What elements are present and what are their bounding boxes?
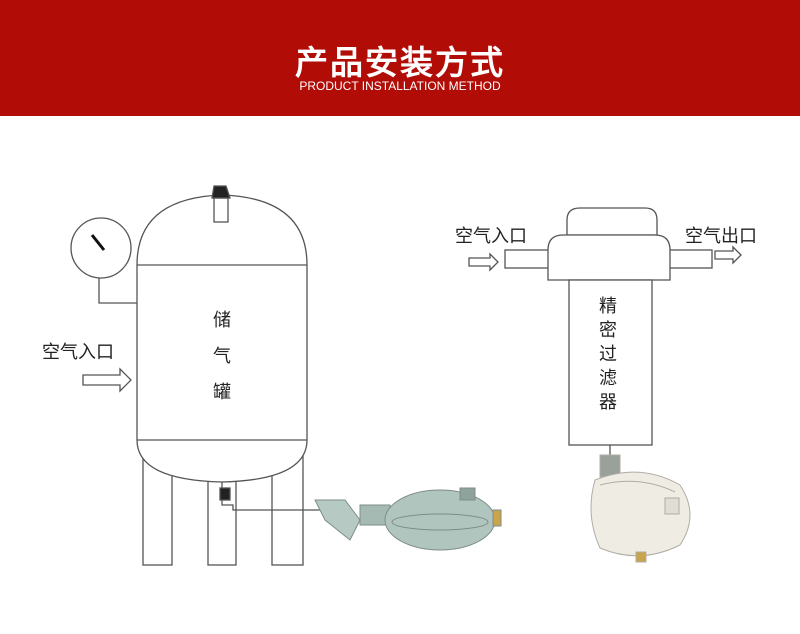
air-tank [70,185,320,566]
filter-outlet-pipe [667,249,713,269]
tank-inlet-label: 空气入口 [42,342,114,363]
tank-label-char: 气 [213,346,231,367]
outlet-arrow-icon [714,245,742,265]
filter-inlet-pipe [504,249,551,269]
filter-label-char: 密 [599,320,617,341]
filter-inlet-label: 空气入口 [455,226,527,247]
tank-label-char: 储 [213,310,231,331]
inlet-arrow-icon [468,252,499,272]
filter-label-char: 滤 [599,368,617,389]
page-title: 产品安装方式 [295,43,505,82]
filter-outlet-label: 空气出口 [685,226,757,247]
precision-filter [468,207,742,460]
filter-body [568,279,653,446]
tank-label-char: 罐 [213,382,231,403]
drain-valve-left [314,487,502,551]
page-subtitle: PRODUCT INSTALLATION METHOD [299,79,501,93]
inlet-arrow-icon [82,367,132,393]
filter-label-char: 过 [599,344,617,365]
tank-valve [213,197,229,223]
filter-label-char: 器 [599,392,617,413]
header-banner: 产品安装方式 PRODUCT INSTALLATION METHOD [0,0,800,116]
filter-label-char: 精 [599,296,617,317]
drain-valve-right [590,454,691,563]
tank-body [136,194,308,483]
